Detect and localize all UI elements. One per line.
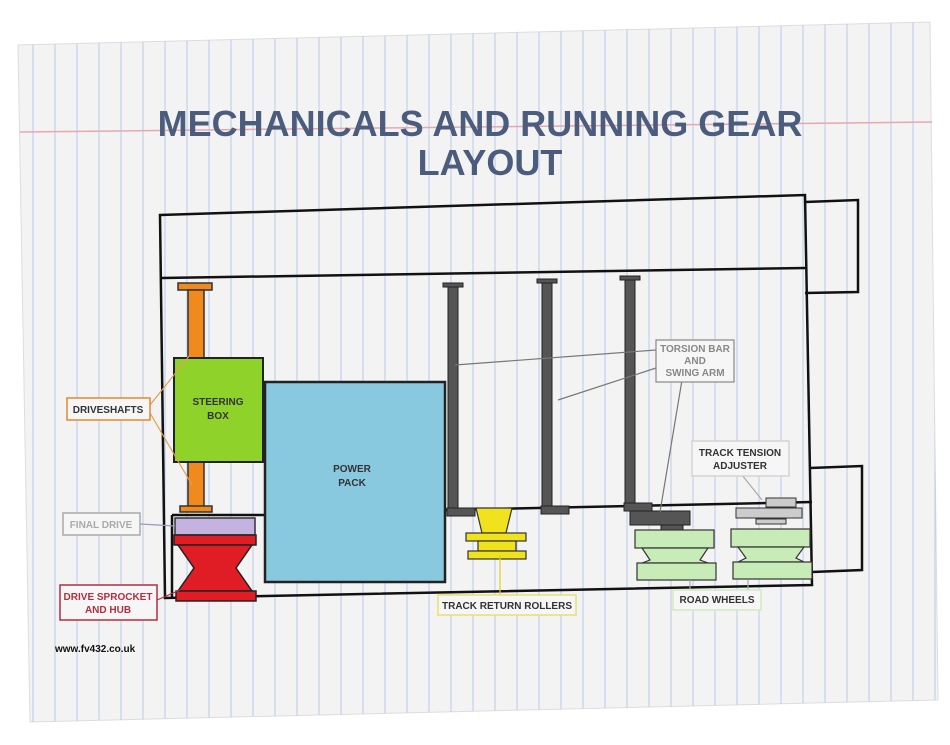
track-tension-text-1: TRACK TENSION (699, 448, 781, 459)
hull-outline (158, 193, 864, 600)
driveshafts-text: DRIVESHAFTS (73, 405, 144, 416)
website-footer: www.fv432.co.uk (54, 644, 136, 655)
final-drive (174, 517, 256, 536)
label-track-return-rollers: TRACK RETURN ROLLERS (437, 594, 577, 616)
torsion-bar-text-1: TORSION BAR (660, 344, 731, 355)
label-final-drive: FINAL DRIVE (62, 512, 141, 536)
track-tension-text-2: ADJUSTER (713, 461, 768, 472)
track-return-rollers-text: TRACK RETURN ROLLERS (442, 601, 572, 612)
drive-sprocket (173, 534, 257, 602)
power-pack-label-1: POWER (333, 464, 372, 475)
title-line-2: LAYOUT (418, 142, 563, 183)
road-wheels (634, 528, 813, 581)
torsion-bar-text-2: AND (684, 356, 706, 367)
steering-box-label-1: STEERING (192, 397, 243, 408)
steering-box-label-2: BOX (207, 411, 229, 422)
drive-sprocket-text-1: DRIVE SPROCKET (64, 592, 153, 603)
power-pack-label-2: PACK (338, 478, 366, 489)
label-drive-sprocket: DRIVE SPROCKET AND HUB (59, 584, 158, 621)
driveshaft (177, 282, 213, 513)
label-driveshafts: DRIVESHAFTS (66, 397, 151, 421)
label-torsion-bar: TORSION BAR AND SWING ARM (655, 339, 735, 383)
label-track-tension: TRACK TENSION ADJUSTER (691, 440, 790, 477)
torsion-bars (442, 275, 691, 531)
power-pack (263, 380, 447, 584)
steering-box (173, 357, 264, 463)
leader-lines (139, 349, 763, 601)
title-line-1: MECHANICALS AND RUNNING GEAR (158, 103, 803, 144)
drive-sprocket-text-2: AND HUB (85, 605, 131, 616)
road-wheels-text: ROAD WHEELS (680, 595, 755, 606)
torsion-bar-text-3: SWING ARM (665, 368, 724, 379)
final-drive-text: FINAL DRIVE (70, 520, 133, 531)
margin-line (19, 121, 933, 133)
track-tension-adjuster (735, 497, 803, 525)
label-road-wheels: ROAD WHEELS (672, 589, 762, 611)
track-return-roller (465, 507, 527, 560)
